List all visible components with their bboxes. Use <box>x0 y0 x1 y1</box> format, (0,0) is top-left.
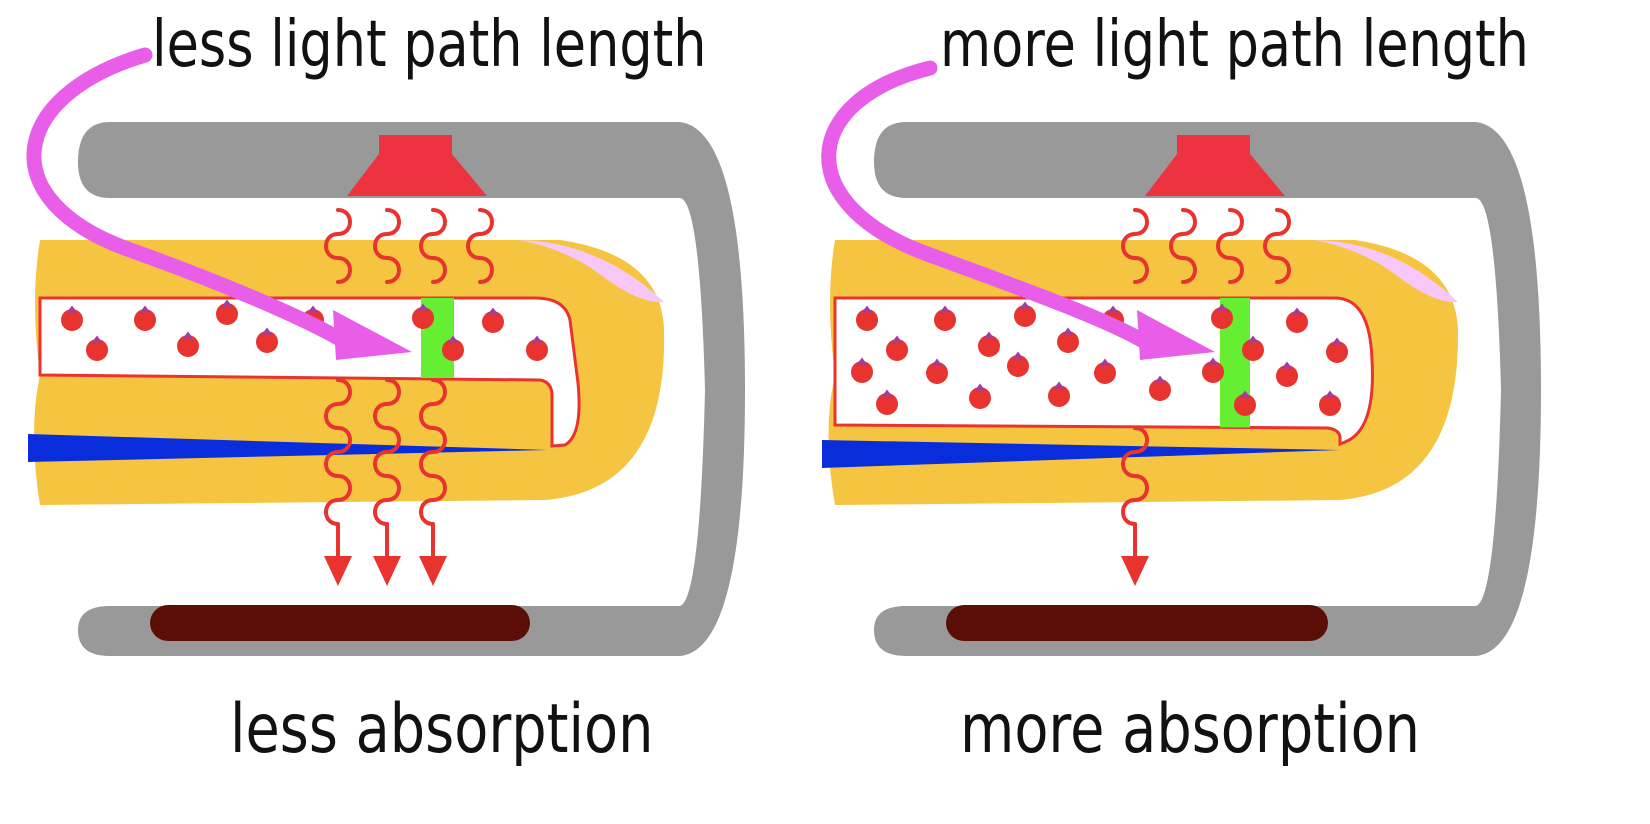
red-blood-cell-icon <box>177 331 199 357</box>
red-blood-cell-icon <box>412 303 434 329</box>
red-blood-cell-icon <box>1211 303 1233 329</box>
red-blood-cell-icon <box>134 305 156 331</box>
red-blood-cell-icon <box>926 358 948 384</box>
red-blood-cell-icon <box>876 389 898 415</box>
light-waves <box>324 208 494 586</box>
panel-left <box>26 47 745 656</box>
top-label-right: more light path length <box>940 8 1529 82</box>
panel-right <box>821 60 1541 656</box>
light-detector <box>946 605 1328 641</box>
wavy-light-ray-icon <box>1263 208 1291 284</box>
wavy-light-ray-icon <box>373 378 401 586</box>
wavy-light-ray-icon <box>419 208 447 284</box>
red-blood-cell-icon <box>1202 357 1224 383</box>
vein-vessel <box>28 434 548 462</box>
red-blood-cell-icon <box>1057 327 1079 353</box>
vein-vessel <box>822 440 1340 468</box>
red-blood-cell-icon <box>526 335 548 361</box>
wavy-light-ray-icon <box>324 208 352 284</box>
red-blood-cell-icon <box>61 305 83 331</box>
red-blood-cell-icon <box>1326 337 1348 363</box>
red-blood-cell-icon <box>1014 301 1036 327</box>
red-blood-cell-icon <box>442 335 464 361</box>
arrowhead-icon <box>1137 310 1215 360</box>
wavy-light-ray-icon <box>1121 208 1149 284</box>
red-blood-cell-icon <box>216 299 238 325</box>
red-blood-cell-icon <box>1276 361 1298 387</box>
light-source-emitter <box>347 135 487 196</box>
blood-cells <box>851 301 1348 416</box>
red-blood-cell-icon <box>1286 307 1308 333</box>
red-blood-cell-icon <box>1149 375 1171 401</box>
light-waves <box>1121 208 1291 586</box>
measurement-zone <box>421 298 454 378</box>
wavy-light-ray-icon <box>466 208 494 284</box>
top-label-left: less light path length <box>152 8 707 82</box>
red-blood-cell-icon <box>482 307 504 333</box>
curved-arrow-icon <box>821 60 1158 353</box>
wavy-light-ray-icon <box>1121 426 1149 586</box>
red-blood-cell-icon <box>934 305 956 331</box>
bottom-label-left: less absorption <box>230 690 654 769</box>
red-blood-cell-icon <box>1094 358 1116 384</box>
red-blood-cell-icon <box>886 335 908 361</box>
red-blood-cell-icon <box>1242 335 1264 361</box>
bottom-label-right: more absorption <box>960 690 1421 769</box>
red-blood-cell-icon <box>86 335 108 361</box>
fingernail <box>1315 240 1458 303</box>
red-blood-cell-icon <box>1234 390 1256 416</box>
red-blood-cell-icon <box>969 383 991 409</box>
arrowhead-icon <box>333 310 412 360</box>
fingernail <box>519 240 664 303</box>
red-blood-cell-icon <box>978 331 1000 357</box>
wavy-light-ray-icon <box>324 378 352 586</box>
red-blood-cell-icon <box>1319 390 1341 416</box>
wavy-light-ray-icon <box>1169 208 1197 284</box>
light-source-emitter <box>1145 135 1285 196</box>
red-blood-cell-icon <box>256 327 278 353</box>
red-blood-cell-icon <box>851 357 873 383</box>
wavy-light-ray-icon <box>1216 208 1244 284</box>
curved-arrow-icon <box>26 47 358 353</box>
red-blood-cell-icon <box>1007 351 1029 377</box>
sensor-housing <box>78 122 745 656</box>
blood-cells <box>61 299 548 361</box>
sensor-housing <box>874 122 1541 656</box>
wavy-light-ray-icon <box>373 208 401 284</box>
wavy-light-ray-icon <box>419 378 447 586</box>
red-blood-cell-icon <box>856 305 878 331</box>
red-blood-cell-icon <box>1048 381 1070 407</box>
light-detector <box>150 605 530 641</box>
